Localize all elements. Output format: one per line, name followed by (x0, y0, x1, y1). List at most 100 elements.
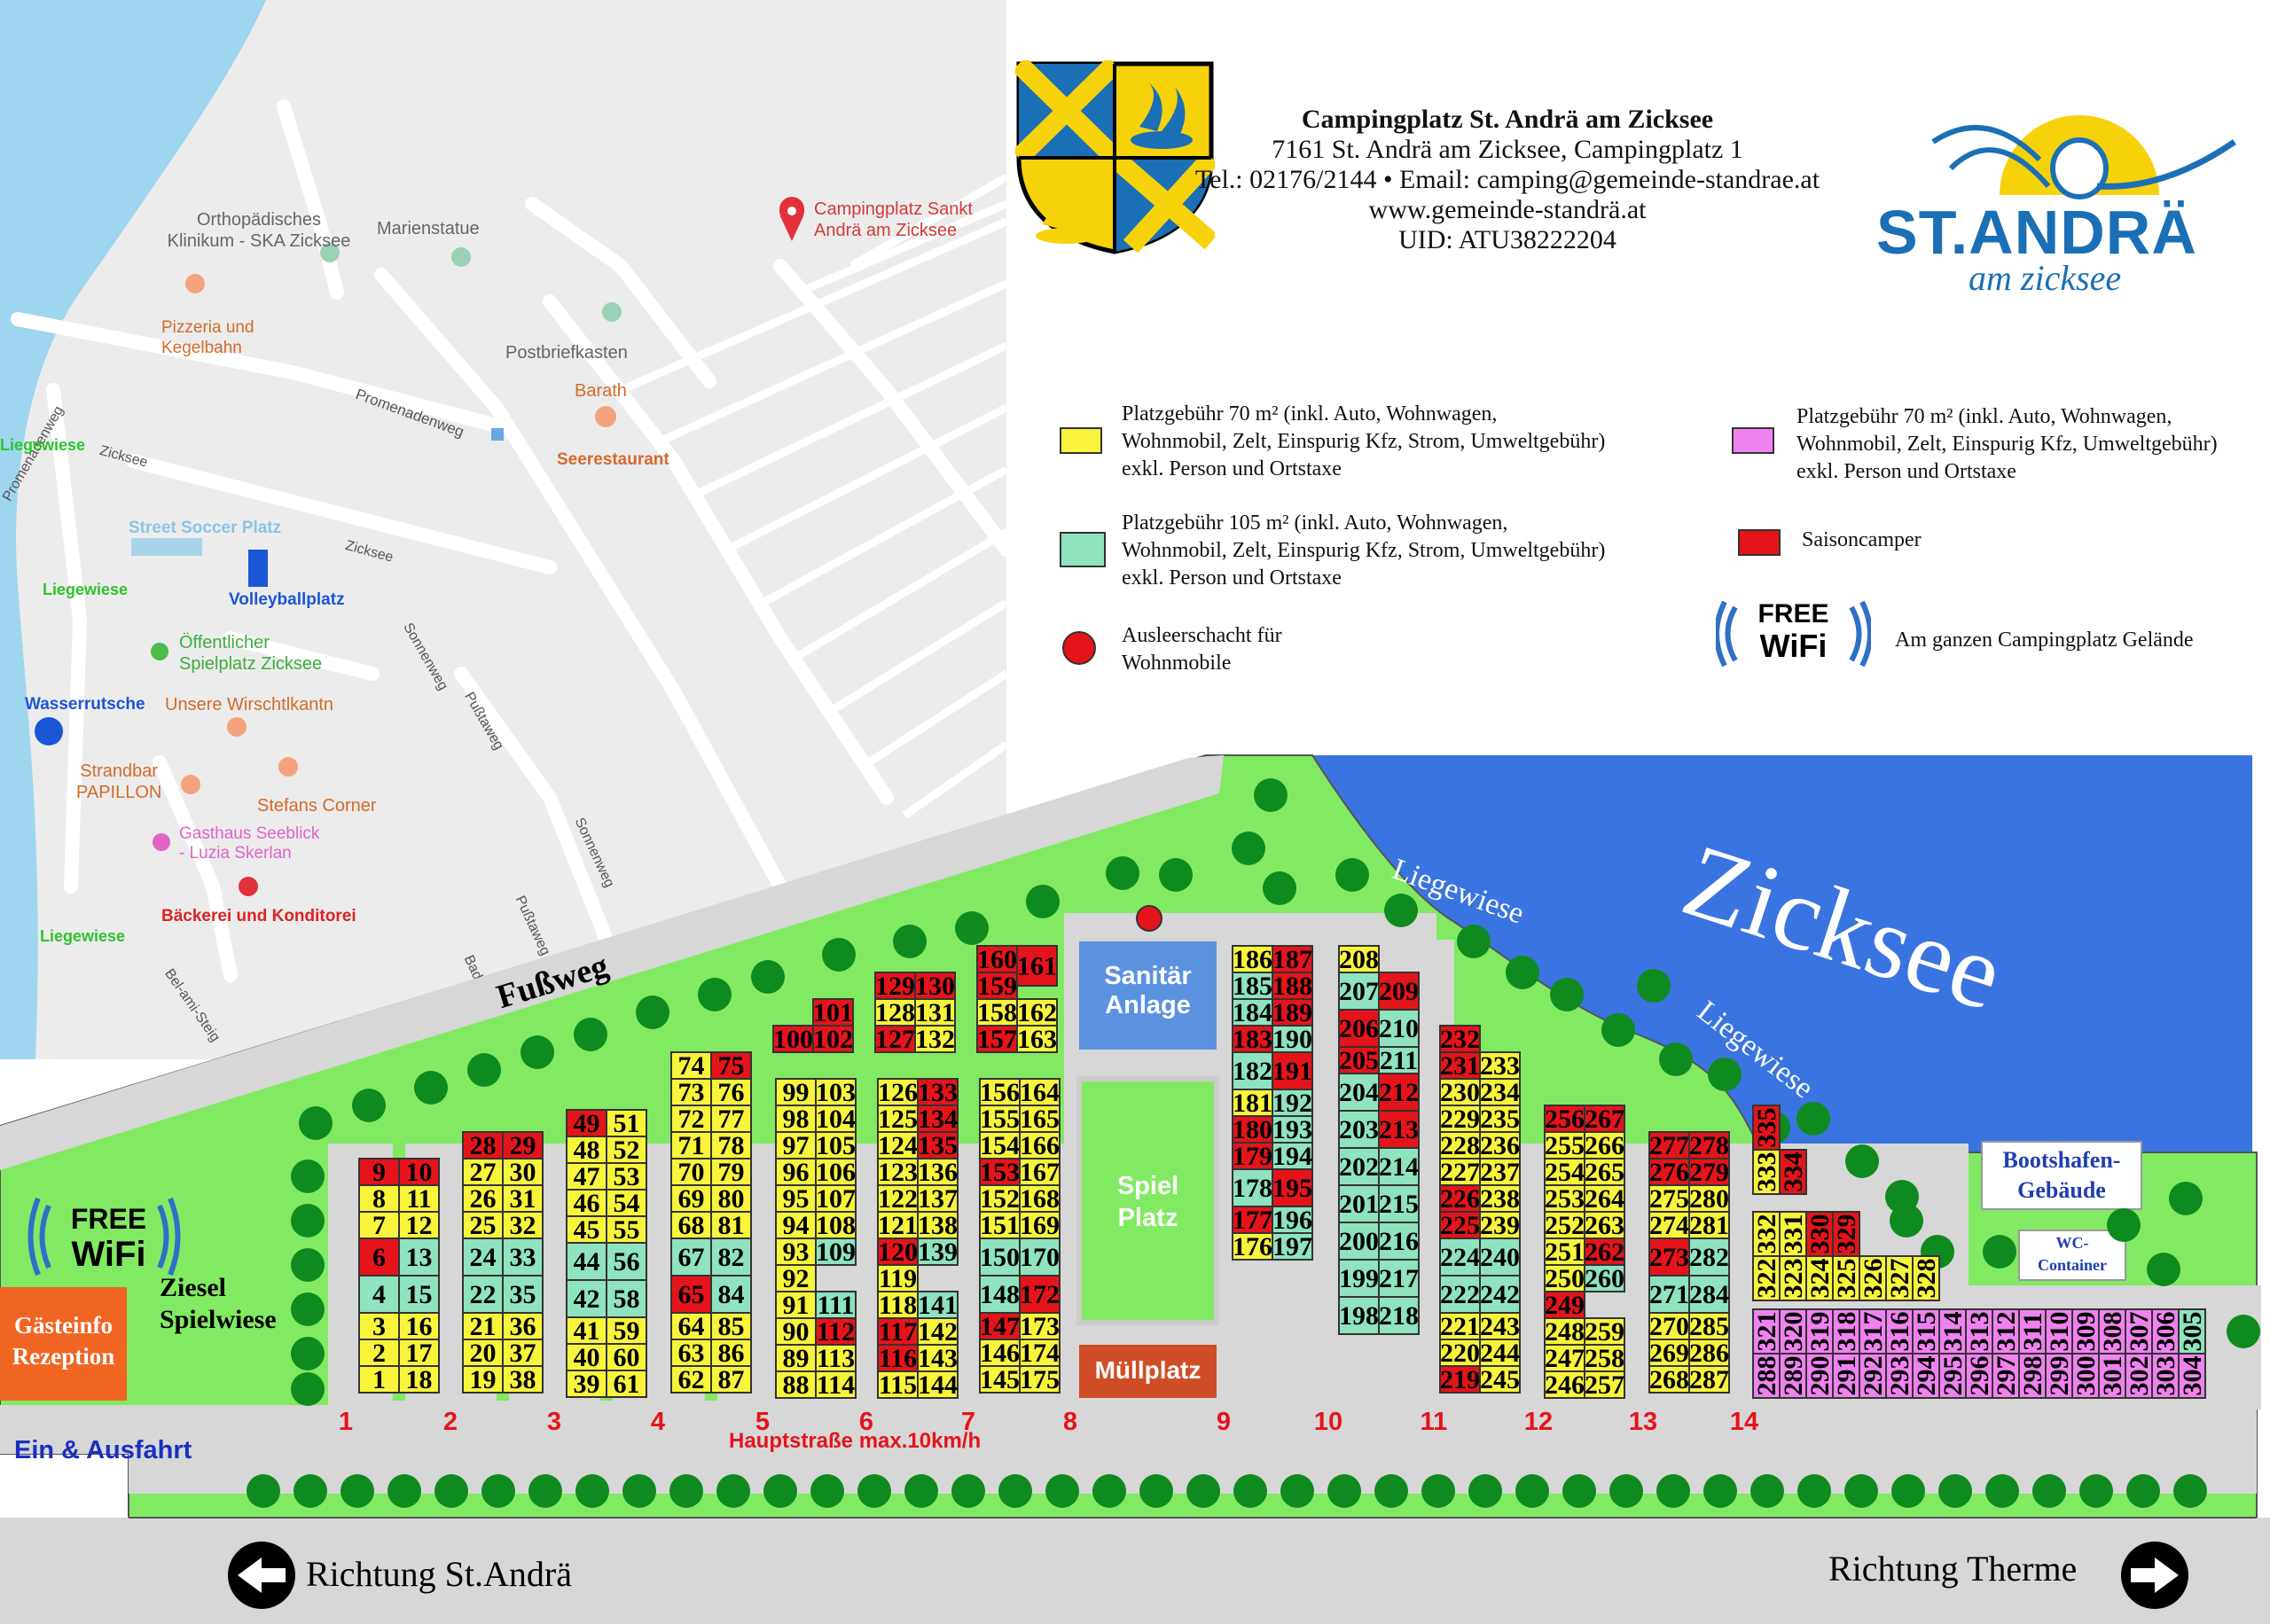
plot-number-64: 64 (678, 1312, 705, 1341)
plot-6 (358, 1238, 400, 1277)
plot-number-206: 206 (1339, 1014, 1379, 1043)
wifi-icon (1716, 600, 1871, 668)
plot-number-31: 31 (510, 1184, 536, 1214)
plot-number-305: 305 (2178, 1312, 2207, 1352)
plot-number-186: 186 (1233, 945, 1272, 974)
plot-105 (815, 1131, 857, 1159)
liegewiese-label-1: Liegewiese (0, 436, 86, 454)
plot-number-182: 182 (1233, 1057, 1272, 1086)
plot-number-220: 220 (1440, 1339, 1480, 1368)
row-number-1: 1 (338, 1408, 354, 1436)
plot-number-170: 170 (1020, 1243, 1060, 1272)
plot-number-32: 32 (510, 1211, 536, 1240)
plot-194 (1272, 1142, 1313, 1170)
plot-29 (502, 1131, 544, 1159)
plot-237 (1479, 1158, 1521, 1186)
plot-277 (1648, 1131, 1690, 1159)
tree (636, 995, 669, 1029)
plot-112 (815, 1317, 857, 1346)
plot-213 (1378, 1110, 1420, 1149)
plot-number-1: 1 (372, 1365, 386, 1394)
plot-239 (1479, 1211, 1521, 1239)
row-number-13: 13 (1628, 1408, 1658, 1436)
plot-185 (1232, 972, 1273, 1000)
plot-number-183: 183 (1233, 1025, 1272, 1054)
plot-187 (1272, 945, 1313, 973)
tree (1656, 1474, 1690, 1508)
legend-red-swatch (1738, 529, 1781, 556)
plot-number-26: 26 (470, 1184, 497, 1214)
plot-11 (398, 1184, 440, 1213)
street-soccer-label: Street Soccer Platz (129, 519, 282, 537)
plot-number-293: 293 (1885, 1356, 1914, 1396)
plot-number-95: 95 (783, 1184, 810, 1214)
plot-number-55: 55 (614, 1215, 640, 1245)
tree (1468, 1474, 1502, 1508)
plot-number-225: 225 (1440, 1211, 1480, 1240)
tree (951, 1474, 985, 1508)
plot-number-18: 18 (406, 1365, 433, 1394)
plot-198 (1338, 1296, 1380, 1335)
plot-119 (877, 1264, 919, 1292)
tree (1186, 1474, 1220, 1508)
row-number-4: 4 (650, 1408, 666, 1436)
tree (810, 1474, 844, 1508)
plot-250 (1544, 1264, 1585, 1292)
plot-number-327: 327 (1885, 1259, 1914, 1299)
plot-294 (1912, 1353, 1940, 1399)
richtung-right-label: Richtung Therme (1828, 1549, 2078, 1589)
plot-number-91: 91 (783, 1291, 810, 1320)
plot-number-299: 299 (2045, 1356, 2074, 1396)
plot-number-127: 127 (875, 1025, 915, 1054)
plot-189 (1272, 998, 1313, 1027)
plot-number-135: 135 (918, 1131, 958, 1160)
plot-number-184: 184 (1233, 998, 1272, 1027)
plot-number-25: 25 (470, 1211, 497, 1240)
plot-318 (1832, 1308, 1860, 1355)
plot-312 (1992, 1308, 2020, 1355)
plot-333 (1752, 1149, 1781, 1195)
plot-317 (1859, 1308, 1887, 1355)
plot-number-10: 10 (406, 1158, 433, 1187)
plot-number-253: 253 (1545, 1184, 1585, 1214)
plot-number-108: 108 (816, 1211, 856, 1240)
plot-number-201: 201 (1339, 1190, 1379, 1219)
plot-39 (566, 1370, 607, 1398)
plot-number-164: 164 (1020, 1078, 1060, 1107)
tree (1421, 1474, 1455, 1508)
plot-number-301: 301 (2098, 1356, 2127, 1396)
plot-number-199: 199 (1339, 1264, 1379, 1293)
plot-96 (775, 1158, 817, 1186)
plot-number-156: 156 (980, 1078, 1020, 1107)
plot-number-141: 141 (918, 1291, 958, 1320)
wirschtlkantn-label: Unsere Wirschtlkantn (165, 695, 334, 714)
plot-84 (710, 1275, 752, 1314)
plot-number-52: 52 (614, 1136, 640, 1165)
plot-60 (606, 1343, 647, 1371)
plot-number-151: 151 (980, 1211, 1020, 1240)
plot-number-70: 70 (678, 1158, 705, 1187)
plot-number-287: 287 (1689, 1365, 1729, 1394)
tree (1985, 1474, 2019, 1508)
tree (1026, 885, 1060, 918)
plot-251 (1544, 1238, 1585, 1266)
plot-number-295: 295 (1938, 1356, 1968, 1396)
plot-number-78: 78 (718, 1131, 745, 1160)
plot-52 (606, 1136, 647, 1164)
muellplatz-label: Müllplatz (1094, 1356, 1202, 1384)
plot-number-22: 22 (470, 1280, 497, 1309)
plot-number-313: 313 (1965, 1312, 1994, 1352)
plot-101 (812, 998, 854, 1027)
plot-55 (606, 1215, 647, 1244)
plot-number-134: 134 (918, 1105, 958, 1134)
tree (955, 911, 989, 945)
plot-number-49: 49 (574, 1109, 600, 1138)
plot-329 (1832, 1211, 1860, 1257)
plot-113 (815, 1344, 857, 1372)
tree (291, 1159, 325, 1193)
plot-number-203: 203 (1339, 1115, 1379, 1144)
plot-255 (1544, 1131, 1585, 1159)
plot-304 (2178, 1353, 2206, 1399)
plot-61 (606, 1370, 647, 1398)
plot-number-304: 304 (2178, 1356, 2207, 1396)
